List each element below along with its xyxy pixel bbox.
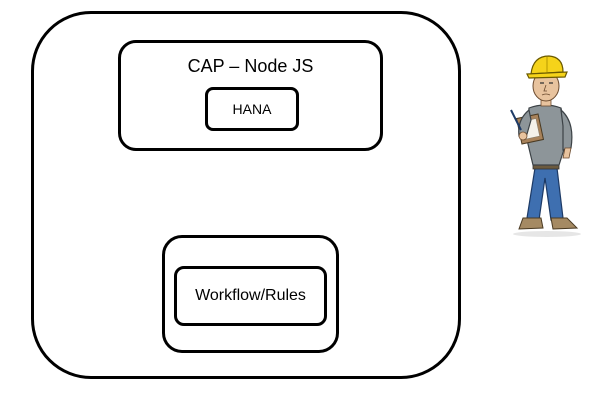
hana-database-box: HANA: [205, 87, 299, 131]
workflow-rules-label: Workflow/Rules: [195, 287, 306, 304]
cap-node-label: CAP – Node JS: [187, 56, 314, 76]
hana-label: HANA: [232, 101, 272, 117]
construction-worker-with-clipboard-icon: [510, 55, 581, 237]
workflow-rules-box: Workflow/Rules: [174, 266, 327, 326]
